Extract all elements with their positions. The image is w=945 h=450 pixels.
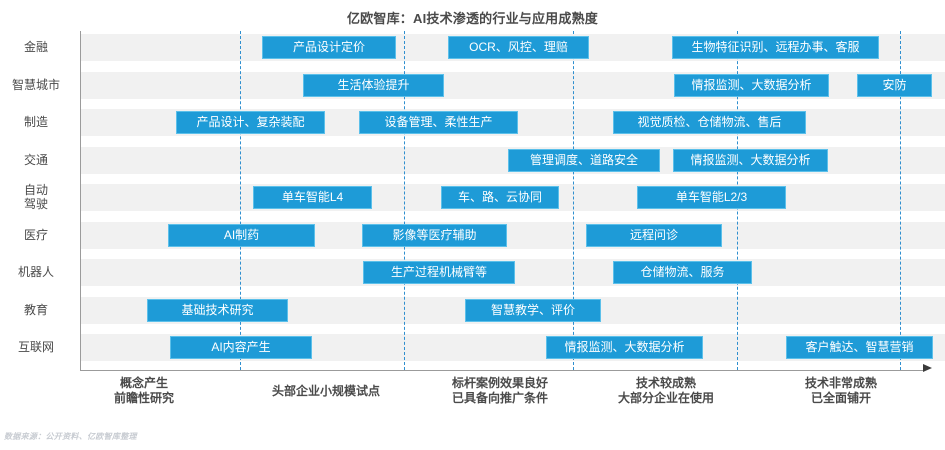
x-axis-stage-label: 技术非常成熟已全面铺开 xyxy=(751,376,931,406)
chart-bar[interactable]: 设备管理、柔性生产 xyxy=(359,111,518,134)
y-axis-label-line: 制造 xyxy=(23,115,48,129)
chart-bar[interactable]: 视觉质检、仓储物流、售后 xyxy=(613,111,806,134)
y-axis-label: 机器人 xyxy=(0,265,72,279)
x-axis-stage-label-line: 大部分企业在使用 xyxy=(617,391,714,405)
page-title: 亿欧智库：AI技术渗透的行业与应用成熟度 xyxy=(346,11,598,26)
chart-bar[interactable]: 产品设计、复杂装配 xyxy=(176,111,325,134)
y-axis-label: 互联网 xyxy=(0,340,72,354)
x-axis-stage-label-line: 技术非常成熟 xyxy=(804,376,877,390)
chart-bar[interactable]: 安防 xyxy=(857,73,932,97)
y-axis-label: 教育 xyxy=(0,303,72,317)
chart-bar[interactable]: AI制药 xyxy=(168,223,315,247)
x-axis-stage-label: 技术较成熟大部分企业在使用 xyxy=(576,376,756,406)
y-axis-label-line: 自动 xyxy=(23,183,48,197)
x-axis-stage-label-line: 已全面铺开 xyxy=(810,391,871,405)
source-note: 数据来源：公开资料、亿欧智库整理 xyxy=(4,432,137,441)
chart-bar[interactable]: 生物特征识别、远程办事、客服 xyxy=(672,36,879,59)
gridline xyxy=(573,31,574,370)
x-axis-stage-label: 标杆案例效果良好已具备向推广条件 xyxy=(410,376,590,406)
chart-bar[interactable]: 远程问诊 xyxy=(586,223,722,247)
y-axis-label-line: 驾驶 xyxy=(23,197,48,211)
chart-bar[interactable]: 情报监测、大数据分析 xyxy=(674,73,829,97)
x-axis-stage-label-line: 概念产生 xyxy=(119,376,168,390)
y-axis-label: 金融 xyxy=(0,40,72,54)
y-axis-label: 自动驾驶 xyxy=(0,183,72,211)
x-axis-stage-label-line: 前瞻性研究 xyxy=(113,391,174,405)
chart-bar[interactable]: 管理调度、道路安全 xyxy=(508,148,660,172)
chart-bar[interactable]: 情报监测、大数据分析 xyxy=(546,336,703,359)
y-axis-line xyxy=(80,31,81,370)
y-axis-label-line: 医疗 xyxy=(23,227,48,242)
y-axis-label-line: 智慧城市 xyxy=(11,77,60,92)
chart-bar[interactable]: AI内容产生 xyxy=(170,336,312,359)
chart-bar[interactable]: 产品设计定价 xyxy=(262,36,396,59)
gridline xyxy=(240,31,241,370)
y-axis-label: 医疗 xyxy=(0,228,72,242)
gridline xyxy=(404,31,405,370)
chart-bar[interactable]: 车、路、云协同 xyxy=(441,186,559,209)
chart-bar[interactable]: 单车智能L4 xyxy=(253,186,372,209)
chart-bar[interactable]: 仓储物流、服务 xyxy=(613,261,752,284)
chart-bar[interactable]: 单车智能L2/3 xyxy=(637,186,786,209)
y-axis-label-line: 交通 xyxy=(23,152,48,167)
y-axis-label-line: 金融 xyxy=(23,40,48,54)
chart-bar[interactable]: 影像等医疗辅助 xyxy=(362,223,507,247)
y-axis-label: 智慧城市 xyxy=(0,78,72,92)
chart-bar[interactable]: 情报监测、大数据分析 xyxy=(673,148,828,172)
x-axis-arrow-icon xyxy=(923,364,932,372)
gridline xyxy=(900,31,901,370)
y-axis-label-line: 互联网 xyxy=(17,340,54,354)
chart-bar[interactable]: OCR、风控、理赔 xyxy=(448,36,589,59)
x-axis-stage-label-line: 技术较成熟 xyxy=(635,376,696,390)
chart-bar[interactable]: 生产过程机械臂等 xyxy=(363,261,515,284)
y-axis-label: 制造 xyxy=(0,115,72,129)
y-axis-label: 交通 xyxy=(0,153,72,167)
y-axis-label-line: 机器人 xyxy=(17,265,54,279)
x-axis-stage-label-line: 标杆案例效果良好 xyxy=(451,376,548,390)
chart-bar[interactable]: 智慧教学、评价 xyxy=(465,298,601,322)
y-axis-label-line: 教育 xyxy=(23,302,48,317)
chart-bar[interactable]: 客户触达、智慧营销 xyxy=(786,336,933,359)
x-axis-stage-label: 头部企业小规模试点 xyxy=(236,384,416,399)
chart-bar[interactable]: 生活体验提升 xyxy=(303,73,444,97)
x-axis-line xyxy=(80,370,925,371)
x-axis-stage-label: 概念产生前瞻性研究 xyxy=(54,376,234,406)
x-axis-stage-label-line: 已具备向推广条件 xyxy=(451,391,548,405)
chart-plot-area: 金融智慧城市制造交通自动驾驶医疗机器人教育互联网 产品设计定价 OCR、风控、理赔… xyxy=(0,31,945,372)
x-axis-stage-label-line: 头部企业小规模试点 xyxy=(271,384,380,398)
chart-bar[interactable]: 基础技术研究 xyxy=(147,298,288,322)
